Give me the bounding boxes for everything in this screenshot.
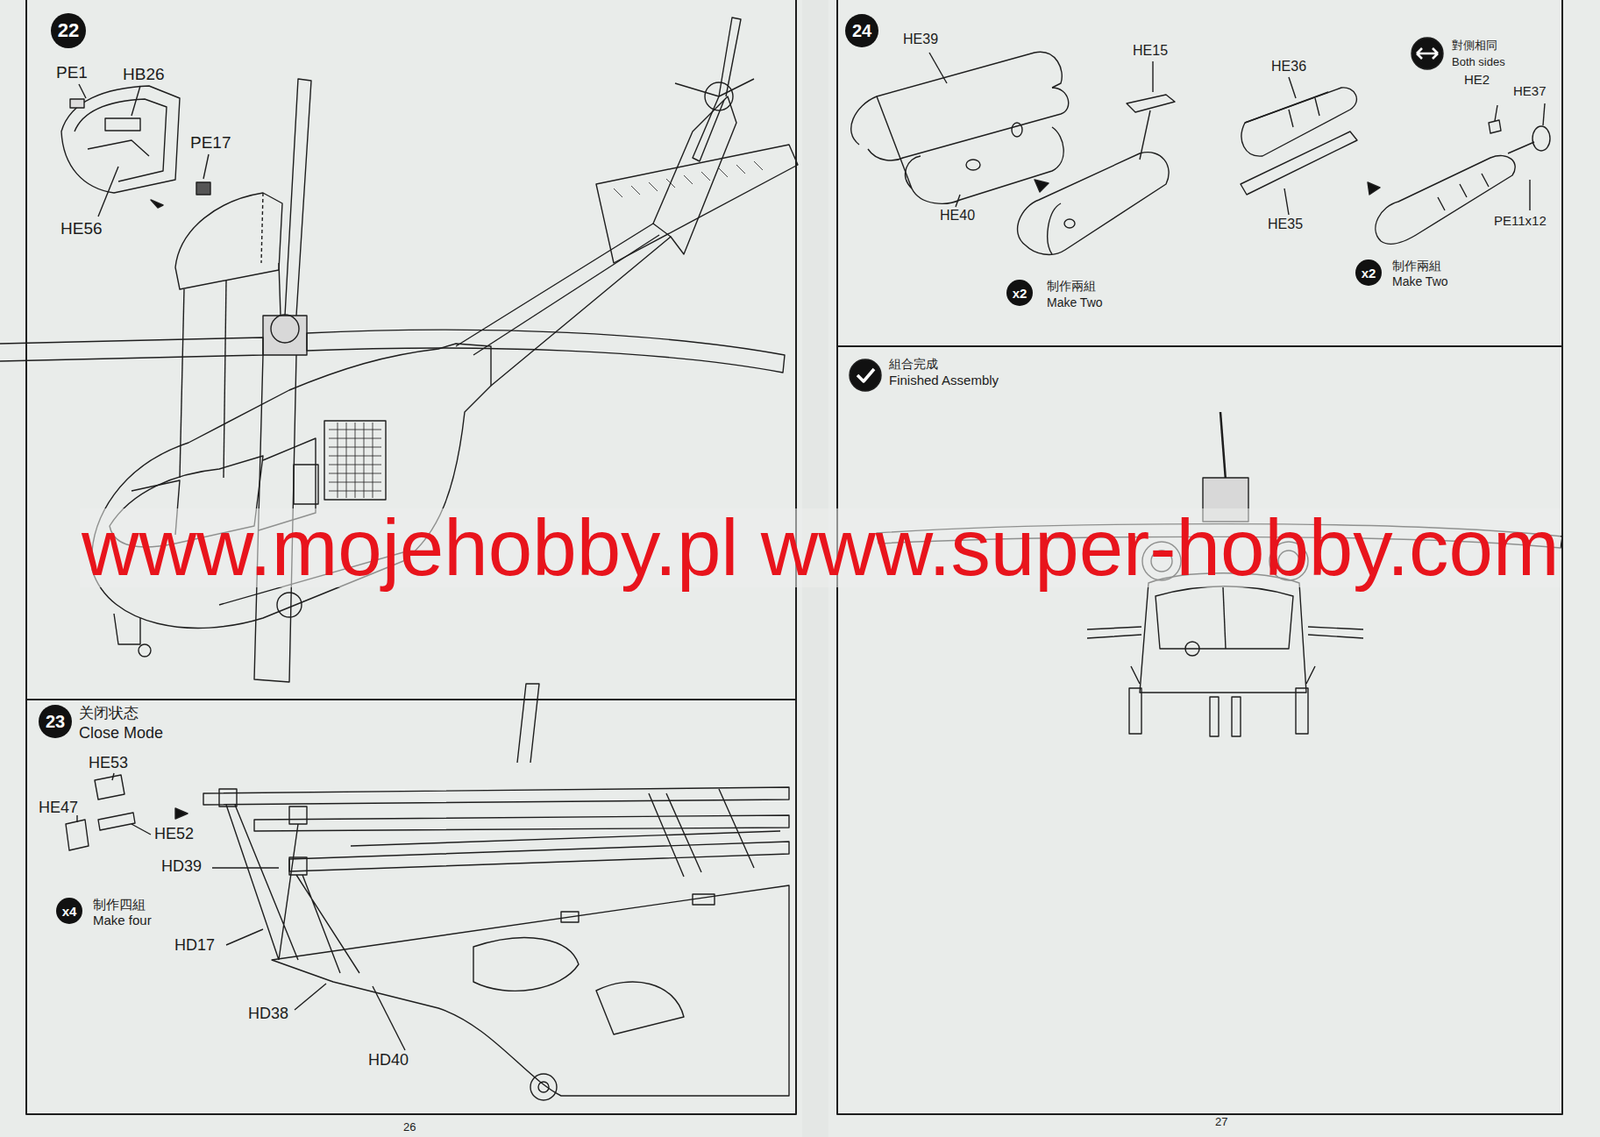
part-label: Make Two bbox=[1392, 274, 1449, 289]
step-number: x2 bbox=[1361, 265, 1377, 281]
part-label: HE35 bbox=[1267, 216, 1303, 233]
part-label: Finished Assembly bbox=[888, 372, 999, 388]
part-label: HD17 bbox=[174, 936, 215, 955]
part-label: HD39 bbox=[161, 857, 202, 876]
step-number: 22 bbox=[57, 19, 79, 43]
part-label: HE36 bbox=[1271, 58, 1307, 75]
part-label: HE56 bbox=[60, 219, 103, 239]
chinese-note: 制作四組 bbox=[92, 896, 146, 912]
step-number: x4 bbox=[62, 903, 78, 919]
part-label: Both sides bbox=[1451, 56, 1506, 70]
part-label: HE47 bbox=[38, 798, 79, 818]
chinese-note: 制作兩組 bbox=[1392, 258, 1442, 273]
part-label: PE11x12 bbox=[1493, 213, 1547, 228]
step-circle: x4 bbox=[56, 897, 83, 925]
step-number: 23 bbox=[45, 711, 65, 733]
part-label: 26 bbox=[403, 1121, 416, 1135]
part-label: PE17 bbox=[190, 133, 231, 153]
part-label: HE15 bbox=[1132, 42, 1168, 59]
step-circle: x2 bbox=[1355, 259, 1382, 286]
part-label: HB26 bbox=[122, 64, 165, 85]
step-circle: 24 bbox=[845, 14, 879, 48]
part-label: 27 bbox=[1215, 1116, 1228, 1130]
part-label: HD38 bbox=[248, 1004, 289, 1024]
chinese-note: 組合完成 bbox=[888, 356, 939, 371]
watermark: www.mojehobby.pl www.super-hobby.com bbox=[79, 508, 1561, 589]
step-circle: x2 bbox=[1006, 279, 1033, 306]
part-label: HD40 bbox=[368, 1051, 409, 1070]
chinese-note: 對側相同 bbox=[1451, 39, 1498, 53]
part-label: PE1 bbox=[56, 63, 88, 83]
chinese-note: 制作兩組 bbox=[1046, 278, 1096, 293]
part-label: HE40 bbox=[939, 207, 975, 224]
step-circle: 22 bbox=[50, 13, 86, 49]
part-label: Make four bbox=[92, 912, 152, 928]
step-circle: 23 bbox=[38, 704, 72, 739]
part-label: HE39 bbox=[903, 31, 939, 48]
part-label: Close Mode bbox=[78, 724, 164, 743]
part-label: HE2 bbox=[1464, 71, 1490, 87]
part-label: HE37 bbox=[1513, 83, 1547, 99]
part-label: HE53 bbox=[88, 753, 128, 773]
chinese-note: 关闭状态 bbox=[78, 704, 139, 723]
step-number: x2 bbox=[1012, 285, 1028, 301]
step-number: 24 bbox=[852, 21, 872, 42]
part-label: HE52 bbox=[154, 824, 194, 844]
part-label: Make Two bbox=[1046, 295, 1103, 310]
